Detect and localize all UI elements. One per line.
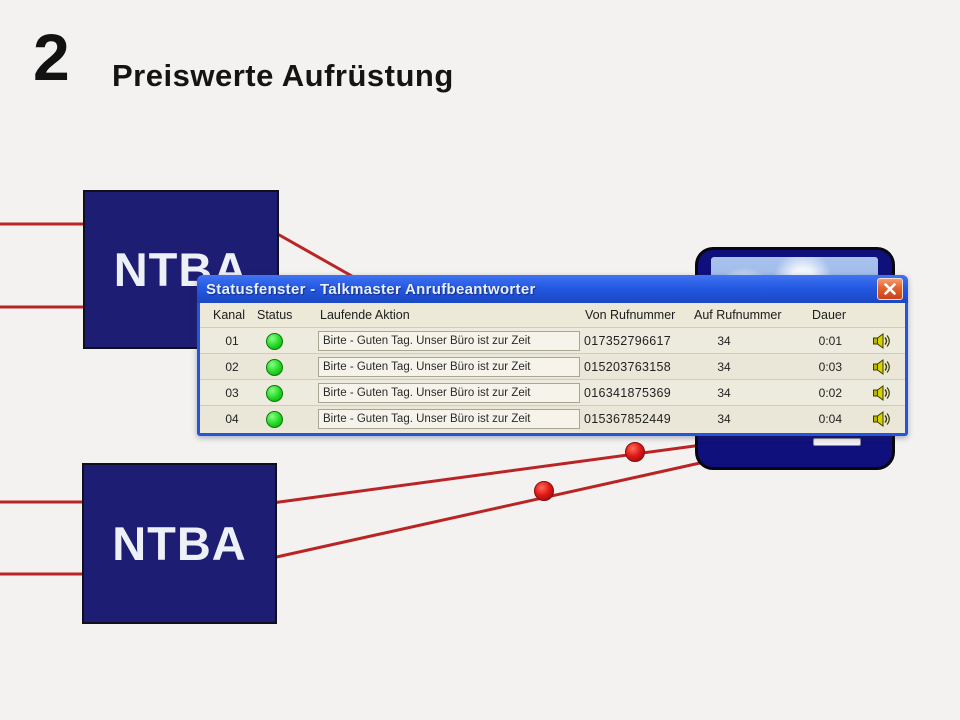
column-header-von: Von Rufnummer [585,308,676,322]
ntba-box-bottom: NTBA [82,463,277,624]
called-number: 34 [717,386,731,400]
window-title: Statusfenster - Talkmaster Anrufbeantwor… [206,280,536,298]
device-slot [813,438,861,446]
status-table: Kanal Status Laufende Aktion Von Rufnumm… [200,303,905,433]
called-number: 34 [717,412,731,426]
duration: 0:01 [818,334,842,348]
call-dot-1 [625,442,645,462]
column-header-auf: Auf Rufnummer [694,308,782,322]
status-led-icon [266,411,283,428]
caller-number: 015367852449 [584,412,672,426]
column-header-kanal: Kanal [213,308,245,322]
channel-number: 03 [225,386,239,400]
call-dot-2 [534,481,554,501]
column-header-aktion: Laufende Aktion [320,308,410,322]
caller-number: 015203763158 [584,360,672,374]
status-led-icon [266,333,283,350]
column-header-dauer: Dauer [812,308,847,322]
running-action-text: Birte - Guten Tag. Unser Büro ist zur Ze… [318,331,580,351]
status-led-icon [266,385,283,402]
close-button[interactable] [877,278,903,300]
called-number: 34 [717,334,731,348]
duration: 0:04 [818,412,842,426]
speaker-icon[interactable] [872,410,890,428]
channel-number: 04 [225,412,239,426]
speaker-icon[interactable] [872,384,890,402]
table-row[interactable]: 01 Birte - Guten Tag. Unser Büro ist zur… [200,327,905,353]
channel-number: 02 [225,360,239,374]
status-led-icon [266,359,283,376]
table-row[interactable]: 03 Birte - Guten Tag. Unser Büro ist zur… [200,379,905,405]
running-action-text: Birte - Guten Tag. Unser Büro ist zur Ze… [318,383,580,403]
status-window: Statusfenster - Talkmaster Anrufbeantwor… [197,275,908,436]
table-row[interactable]: 04 Birte - Guten Tag. Unser Büro ist zur… [200,405,905,431]
running-action-text: Birte - Guten Tag. Unser Büro ist zur Ze… [318,409,580,429]
slide-title: Preiswerte Aufrüstung [112,58,454,93]
table-header: Kanal Status Laufende Aktion Von Rufnumm… [200,303,905,327]
line-ntba-bottom-out-2 [271,461,701,560]
table-row[interactable]: 02 Birte - Guten Tag. Unser Büro ist zur… [200,353,905,379]
close-icon [884,283,896,295]
line-ntba-bottom-out-1 [271,443,703,505]
running-action-text: Birte - Guten Tag. Unser Büro ist zur Ze… [318,357,580,377]
speaker-icon[interactable] [872,332,890,350]
step-number: 2 [33,20,70,94]
status-table-rows: 01 Birte - Guten Tag. Unser Büro ist zur… [200,327,905,433]
duration: 0:02 [818,386,842,400]
called-number: 34 [717,360,731,374]
speaker-icon[interactable] [872,358,890,376]
duration: 0:03 [818,360,842,374]
ntba-bottom-label: NTBA [112,517,247,570]
column-header-status: Status [257,308,293,322]
caller-number: 017352796617 [584,334,672,348]
caller-number: 016341875369 [584,386,672,400]
window-titlebar[interactable]: Statusfenster - Talkmaster Anrufbeantwor… [197,275,908,303]
channel-number: 01 [225,334,239,348]
